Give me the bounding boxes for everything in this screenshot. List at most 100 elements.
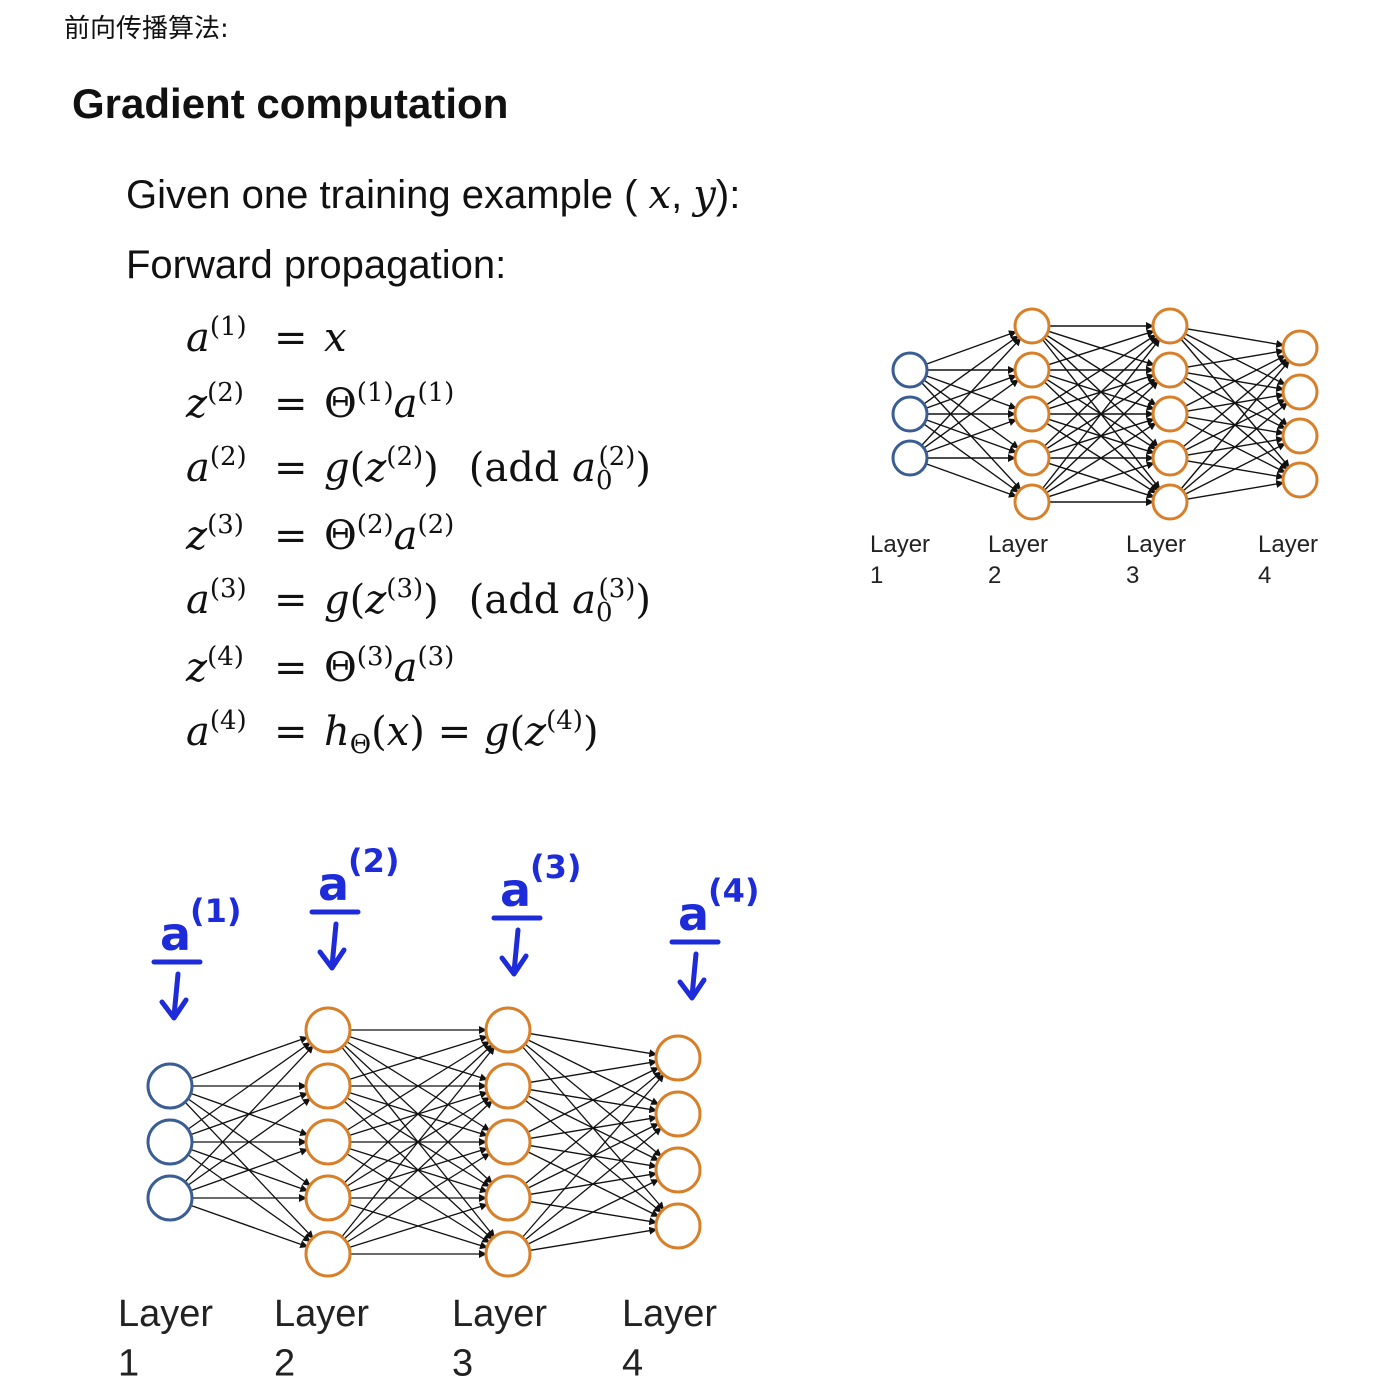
edge-l3-n3-to-l4-n1 [1184, 355, 1286, 407]
neuron-l2-n2 [1013, 351, 1051, 389]
edge-l1-n3-to-l2-n3 [190, 1147, 309, 1192]
edge-l2-n5-to-l3-n2 [343, 1100, 493, 1240]
annotation-a1: a [160, 907, 191, 961]
neuron-l3-n3 [1151, 395, 1189, 433]
layer-number-1: 1 [870, 562, 883, 589]
neuron-l4-n4 [1281, 461, 1319, 499]
neuron-l4-n2 [654, 1090, 702, 1138]
layer-label-3: Layer [452, 1293, 547, 1335]
edge-l2-n3-to-l3-n1 [1045, 334, 1157, 406]
neuron-l2-n3 [1013, 395, 1051, 433]
edge-l3-n4-to-l4-n1 [524, 1071, 662, 1185]
edge-l3-n3-to-l4-n1 [527, 1067, 660, 1133]
edge-l2-n3-to-l3-n1 [346, 1041, 491, 1131]
edge-l2-n5-to-l3-n4 [348, 1202, 488, 1249]
edge-l3-n5-to-l4-n3 [527, 1179, 660, 1245]
neuron-l2-n5 [1013, 483, 1051, 521]
edge-l2-n4-to-l3-n1 [1043, 337, 1159, 447]
edge-l3-n4-to-l4-n1 [1182, 358, 1288, 448]
edge-l1-n1-to-l2-n1 [190, 1035, 309, 1080]
neuron-l3-n2 [1151, 351, 1189, 389]
edge-l3-n1-to-l4-n1 [1186, 328, 1285, 348]
neuron-l3-n4 [1151, 439, 1189, 477]
neuron-l1-n1 [891, 351, 929, 389]
edge-l1-n3-to-l2-n5 [190, 1204, 309, 1249]
edge-l3-n5-to-l4-n3 [1184, 443, 1286, 495]
neuron-l2-n1 [304, 1006, 352, 1054]
given-x: x [648, 172, 672, 218]
edge-l3-n1-to-l4-n1 [529, 1032, 658, 1058]
equation-2: z(2)=Θ(1)a(1) [186, 378, 455, 427]
edge-l3-n5-to-l4-n1 [1180, 360, 1290, 490]
neuron-l3-n4 [484, 1174, 532, 1222]
edge-l2-n5-to-l3-n1 [341, 1046, 495, 1238]
annotation-a4: a [678, 887, 709, 941]
neuron-l4-n1 [1281, 329, 1319, 367]
equation-7: a(4)=hΘ(x) = g(z(4)) [186, 706, 599, 760]
edge-l1-n2-to-l2-n1 [187, 1042, 311, 1130]
equation-1: a(1)=x [186, 312, 347, 361]
edge-l3-n5-to-l4-n1 [521, 1073, 665, 1238]
edge-l2-n5-to-l3-n1 [1041, 338, 1161, 490]
neuron-l2-n2 [304, 1062, 352, 1110]
forward-label: Forward propagation: [126, 243, 507, 287]
neuron-l2-n3 [304, 1118, 352, 1166]
edge-l2-n2-to-l3-n1 [1047, 329, 1155, 366]
top-note: 前向传播算法: [64, 14, 229, 44]
edge-l1-n3-to-l2-n3 [925, 418, 1017, 453]
eq1-rhs: x [324, 315, 347, 361]
edge-l2-n5-to-l3-n3 [346, 1153, 491, 1243]
neuron-l4-n3 [654, 1146, 702, 1194]
layer-number-3: 3 [452, 1342, 473, 1384]
neuron-l1-n1 [146, 1062, 194, 1110]
neuron-l3-n2 [484, 1062, 532, 1110]
edge-l3-n5-to-l4-n4 [1186, 480, 1285, 500]
neuron-l1-n2 [891, 395, 929, 433]
layer-number-2: 2 [274, 1342, 295, 1384]
annotation-sup-4: (4) [708, 872, 760, 910]
layer-number-4: 4 [622, 1342, 643, 1384]
given-suffix: ): [715, 173, 741, 217]
neuron-l2-n4 [304, 1174, 352, 1222]
edge-l2-n2-to-l3-n1 [348, 1034, 488, 1081]
annotation-a3: a [500, 863, 531, 917]
layer-label-1: Layer [118, 1293, 213, 1335]
neuron-l3-n1 [1151, 307, 1189, 345]
edge-l3-n5-to-l4-n2 [1182, 402, 1288, 492]
equation-4: z(3)=Θ(2)a(2) [186, 510, 455, 559]
annotation-sup-3: (3) [530, 848, 582, 886]
edge-l2-n4-to-l3-n1 [343, 1044, 493, 1184]
layer-number-1: 1 [118, 1342, 139, 1384]
edge-l1-n3-to-l2-n2 [923, 379, 1020, 449]
edge-l1-n2-to-l2-n1 [923, 335, 1020, 405]
layer-label-4: Layer [622, 1293, 717, 1335]
layer-label-2: Layer [988, 531, 1048, 558]
neuron-l3-n5 [484, 1230, 532, 1278]
edge-l3-n2-to-l4-n1 [529, 1058, 658, 1084]
equation-5: a(3)=g(z(3))(add a0(3)) [186, 574, 651, 628]
edge-l1-n3-to-l2-n2 [187, 1098, 311, 1186]
equation-3: a(2)=g(z(2))(add a0(2)) [186, 442, 651, 496]
neuron-l2-n5 [304, 1230, 352, 1278]
equation-6: z(4)=Θ(3)a(3) [186, 642, 455, 691]
edge-l3-n2-to-l4-n1 [1186, 348, 1285, 368]
layer-number-2: 2 [988, 562, 1001, 589]
layer-label-1: Layer [870, 531, 930, 558]
given-y: y [693, 172, 716, 218]
neuron-l4-n2 [1281, 373, 1319, 411]
layer-label-3: Layer [1126, 531, 1186, 558]
slide-title: Gradient computation [72, 80, 509, 127]
neuron-l1-n3 [891, 439, 929, 477]
edge-l1-n3-to-l2-n1 [184, 1045, 314, 1183]
neuron-l2-n4 [1013, 439, 1051, 477]
edge-l2-n5-to-l3-n4 [1047, 461, 1155, 498]
neuron-l4-n3 [1281, 417, 1319, 455]
annotation-sup-2: (2) [348, 842, 400, 880]
given-prefix: Given one training example ( [126, 173, 649, 217]
layer-number-4: 4 [1258, 562, 1271, 589]
edge-l3-n5-to-l4-n4 [529, 1226, 658, 1252]
layer-label-4: Layer [1258, 531, 1318, 558]
neuron-l3-n1 [484, 1006, 532, 1054]
neuron-l4-n1 [654, 1034, 702, 1082]
